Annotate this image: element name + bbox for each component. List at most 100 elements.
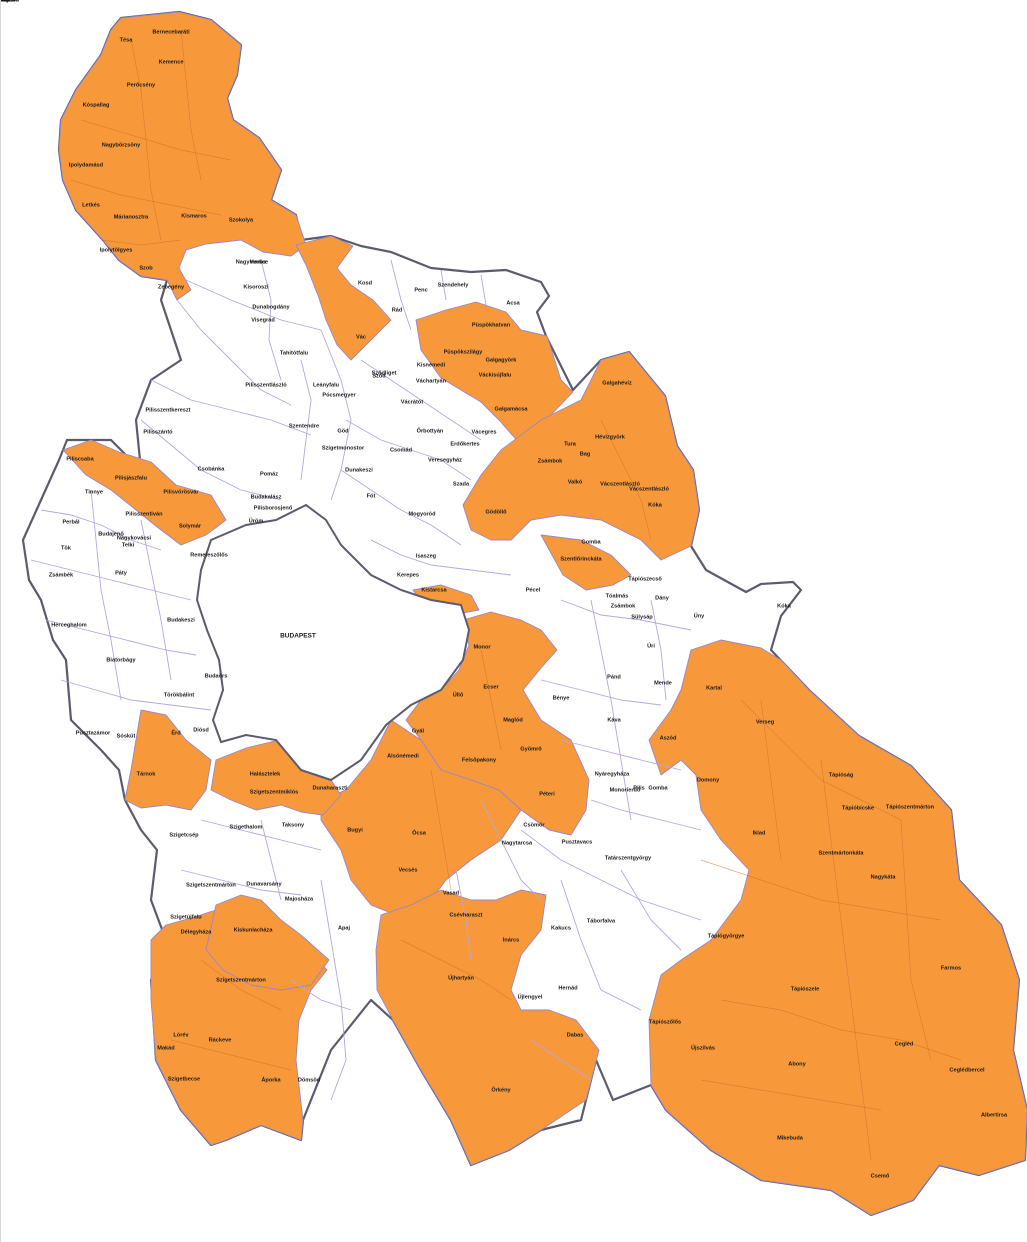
settlement-label: Galgamácsa [495, 406, 529, 412]
settlement-label: Vácszentlászló [629, 486, 669, 492]
settlement-label: Pusztazámor [76, 730, 111, 736]
settlement-label: Nagybörzsöny [102, 142, 141, 148]
settlement-label: Nagymaros [236, 259, 266, 265]
settlement-label: Taksony [282, 822, 305, 828]
settlement-label: Vácszentlászló [600, 481, 640, 487]
settlement-label: Alsónémedi [387, 753, 419, 759]
settlement-label: Dunabogdány [252, 304, 290, 310]
settlement-label: Kismaros [181, 213, 207, 219]
settlement-label: Dunaharaszti [312, 785, 348, 791]
region-valko [540, 534, 632, 591]
settlement-label: Kisoroszi [243, 284, 269, 290]
settlement-label: Majosháza [285, 896, 314, 902]
settlement-label: Szigetmonostor [322, 445, 365, 451]
settlement-label: Szigethalom [230, 824, 263, 830]
settlement-label: Szigetszentmárton [216, 977, 266, 983]
settlement-label: Áporka [261, 1076, 281, 1083]
settlement-label: Budaörs [205, 673, 228, 679]
settlement-label: Őrbottyán [417, 427, 444, 434]
settlement-label: Erdőkertes [450, 441, 479, 447]
settlement-label: Pécel [526, 587, 541, 593]
settlement-label: Újhartyán [448, 974, 474, 981]
settlement-label: Ecser [483, 684, 499, 690]
settlement-label: Tápióbicske [842, 805, 874, 811]
settlement-label: Kakucs [551, 925, 571, 931]
settlement-label: Ceglédbercel [949, 1067, 985, 1073]
settlement-label: Veresegyház [428, 457, 462, 463]
settlement-label: Nagytarcsa [502, 840, 533, 846]
settlement-label: Nagykovácsi [117, 535, 152, 541]
settlement-label: Gomba [581, 539, 601, 545]
settlement-label: Kóka [777, 603, 792, 609]
settlement-label: Sóskút [117, 733, 136, 739]
region-kiskunlachaza [205, 894, 330, 991]
settlement-label: Gödöllő [485, 509, 507, 515]
settlement-label: Üröm [249, 517, 264, 524]
municipality-borders [30, 29, 962, 1161]
settlement-label: Zsámbok [611, 603, 636, 609]
settlement-label: Törökbálint [164, 692, 195, 698]
region-north-ipoly [58, 11, 307, 301]
settlement-label: Verseg [756, 719, 775, 725]
settlement-label: Sződliget [372, 370, 397, 376]
settlement-label: Tatárszentgyörgy [605, 855, 652, 861]
settlement-label: Csomád [390, 447, 413, 453]
settlement-label: Aszód [660, 735, 677, 741]
settlement-label: Szigetszentmárton [186, 882, 236, 888]
settlement-label: Hernád [558, 985, 578, 991]
settlement-label: Táborfalva [587, 918, 616, 924]
settlement-label: Jászkarajenő [1, 0, 19, 3]
settlement-label: Dömsöd [298, 1077, 321, 1083]
settlement-label: Galgagyörk [486, 357, 518, 363]
settlement-label: Páty [115, 570, 128, 576]
settlement-label: Ipolytölgyes [100, 247, 133, 253]
settlement-label: Biatorbágy [106, 657, 136, 663]
settlement-label: Szigetújfalu [170, 914, 202, 920]
settlement-label: Ipolydamásd [69, 162, 104, 168]
settlement-label: Lórév [173, 1032, 189, 1038]
settlement-label: Verőce [250, 259, 268, 265]
settlement-label: Csévharaszt [450, 912, 483, 918]
settlement-label: Bénye [553, 695, 570, 701]
settlement-label: Telki [122, 542, 135, 548]
settlement-label: Isaszeg [416, 553, 437, 559]
settlement-label: Monor [473, 644, 491, 650]
settlement-label: Tahitótfalu [280, 350, 309, 356]
region-pilis-west [62, 439, 227, 546]
settlement-label: Pilisvörösvár [163, 489, 199, 495]
settlement-label: Letkés [82, 202, 100, 208]
settlement-label: Kocsér [1, 0, 11, 3]
settlement-label: Pócsmegyer [322, 392, 356, 398]
settlement-label: Ráckeve [209, 1037, 232, 1043]
settlement-label: Pilisjászfalu [115, 475, 148, 481]
settlement-label: Tóalmás [606, 593, 629, 599]
settlement-label: Nyáregyháza [595, 771, 630, 777]
settlement-label: Szentendre [289, 423, 319, 429]
settlement-label: Fót [367, 493, 376, 499]
settlement-label: Püspökhatvan [472, 322, 511, 328]
settlement-label: Újszilvás [691, 1044, 715, 1051]
settlement-label: Solymár [179, 523, 202, 529]
settlement-label: Tápiószecső [628, 576, 662, 582]
settlement-label: Pusztavacs [562, 839, 592, 845]
settlement-label: Visegrád [251, 317, 275, 323]
settlement-label: Pánd [607, 674, 621, 680]
settlement-label: Vecsés [399, 867, 418, 873]
settlement-label: Kóka [648, 502, 663, 508]
settlement-label: Hévízgyörk [595, 434, 626, 440]
settlement-label: Kóspallag [83, 102, 110, 108]
settlement-label: Örkény [491, 1086, 511, 1093]
settlement-label: Tápiógyörgye [708, 933, 745, 939]
settlement-label: Mende [654, 680, 672, 686]
settlement-label: Nagykőrös [1, 0, 15, 3]
settlement-label: Kemence [159, 59, 184, 65]
settlement-label: Szigetcsép [169, 832, 199, 838]
region-vac [295, 235, 392, 361]
settlement-label: Törtel [1, 0, 9, 3]
settlement-label: Monorierdő [610, 787, 641, 793]
budapest-area [195, 503, 471, 782]
settlement-label: Újlengyel [518, 993, 543, 1000]
settlement-label: Délegyháza [181, 929, 213, 935]
settlement-label: Vasad [443, 890, 460, 896]
settlement-label: Szentlőrinckáta [560, 556, 602, 562]
